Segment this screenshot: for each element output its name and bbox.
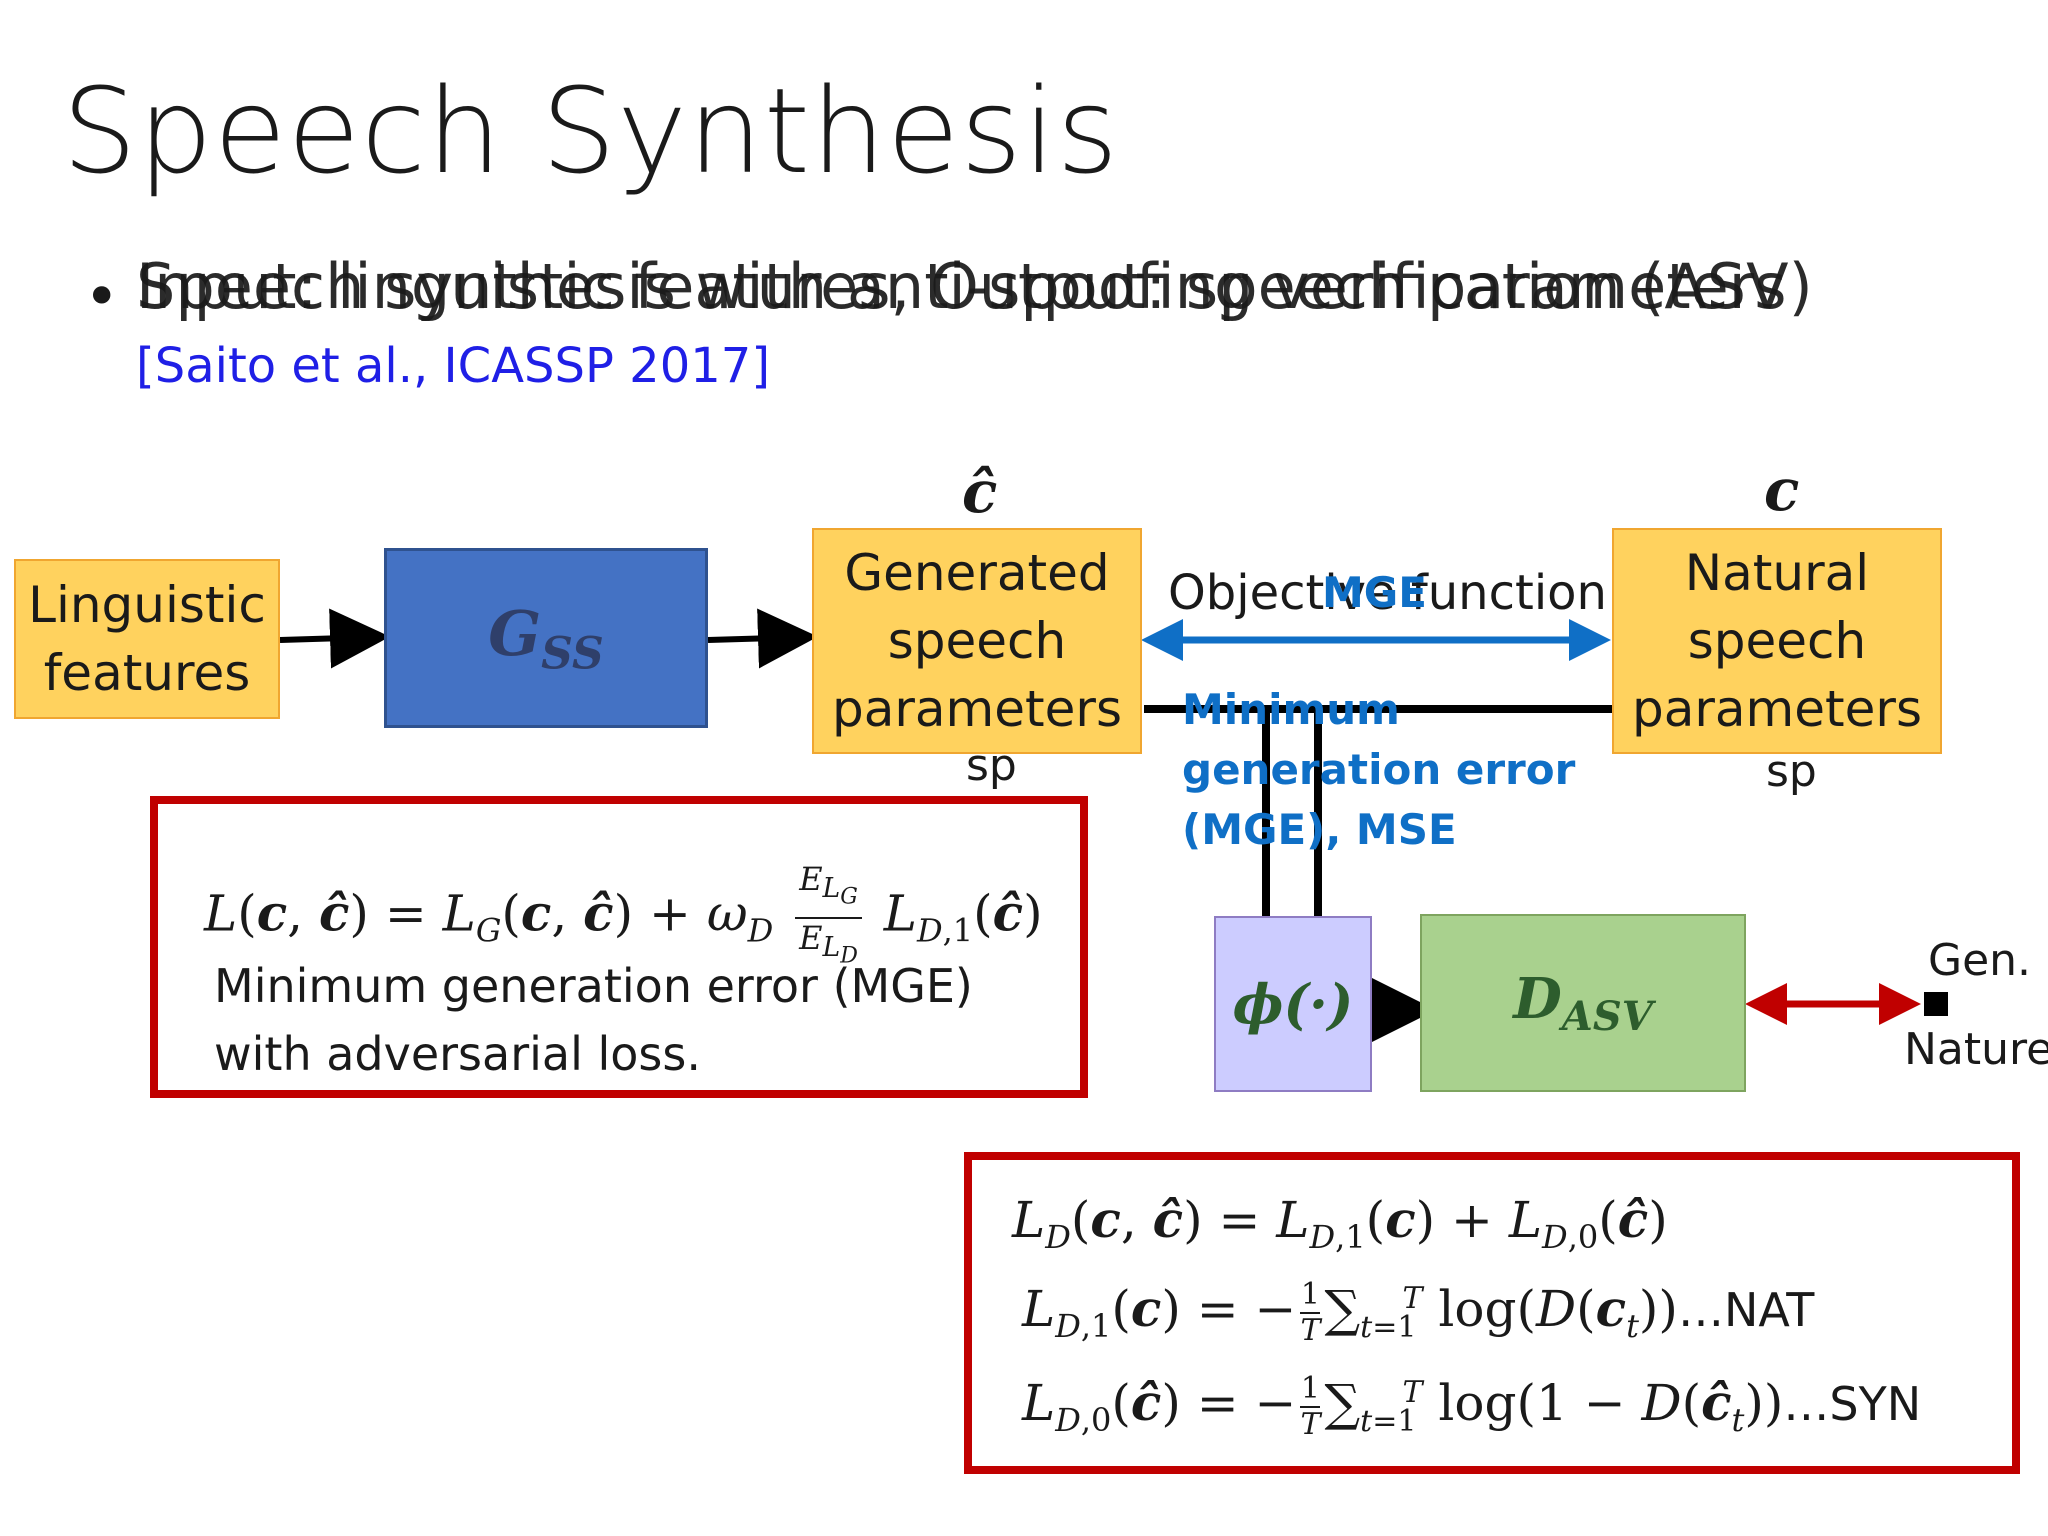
linguistic-features-line2: features — [43, 644, 251, 702]
bullet-text: Speech synthesis with anti-spoofing veri… — [136, 250, 1986, 340]
mge-label: MGE — [1322, 568, 1427, 617]
linguistic-features-line1: Linguistic — [28, 576, 266, 634]
linguistic-features-box: Linguistic features — [14, 559, 280, 719]
natural-line1: Natural — [1684, 544, 1870, 602]
natural-line2: speech — [1687, 612, 1867, 670]
output-square — [1924, 992, 1948, 1016]
bullet-dot: • — [84, 262, 120, 332]
generated-line3: parameters — [831, 680, 1122, 738]
generator-symbol: GSS — [488, 596, 604, 680]
formula-left-description: Minimum generation error (MGE) with adve… — [214, 952, 973, 1088]
formula-left-desc-line1: Minimum generation error (MGE) — [214, 959, 973, 1013]
gen-label: Gen. — [1928, 935, 2032, 986]
slide-title: Speech Synthesis — [62, 62, 1120, 200]
phi-symbol: ϕ(·) — [1232, 972, 1354, 1036]
formula-box-right: LD(c, ĉ) = LD,1(c) + LD,0(ĉ) LD,1(c) = −… — [964, 1152, 2020, 1474]
natural-params-box: Natural speech parameters — [1612, 528, 1942, 754]
natural-line3: parameters — [1631, 680, 1922, 738]
mge-desc-line1: Minimum — [1182, 685, 1400, 734]
generated-params-box: Generated speech parameters — [812, 528, 1142, 754]
bullet-text-layer-b: Input: linguistic features, Output: spee… — [136, 250, 1787, 323]
citation: [Saito et al., ICASSP 2017] — [136, 338, 771, 394]
objective-function-label: Objective function — [1168, 565, 1607, 621]
syn-suffix: …SYN — [1783, 1377, 1922, 1431]
nat-suffix: …NAT — [1677, 1283, 1815, 1337]
mge-desc-line3: (MGE), MSE — [1182, 805, 1457, 854]
discriminator-box: DASV — [1420, 914, 1746, 1092]
bullet-text-layer-a: Speech synthesis with anti-spoofing veri… — [136, 250, 1813, 323]
formula-box-left: L(c, ĉ) = LG(c, ĉ) + ωD ELG ELD LD,1(ĉ) … — [150, 796, 1088, 1098]
arrow-generator-to-params — [707, 608, 818, 669]
sp-label-left: sp — [966, 740, 1017, 791]
sp-label-right: sp — [1766, 746, 1817, 797]
generated-line1: Generated — [844, 544, 1110, 602]
mge-description: Minimum generation error (MGE), MSE — [1182, 680, 1575, 860]
c-symbol: c — [1764, 456, 1800, 524]
mge-desc-line2: generation error — [1182, 745, 1576, 794]
formula-right-line1: LD(c, ĉ) = LD,1(c) + LD,0(ĉ) — [1012, 1190, 1668, 1256]
formula-left-desc-line2: with adversarial loss. — [214, 1027, 701, 1081]
nature-label: Nature — [1904, 1024, 2048, 1075]
generator-box: GSS — [384, 548, 708, 728]
arrow-features-to-generator — [279, 608, 390, 669]
c-hat-symbol: ĉ — [962, 458, 998, 526]
phi-box: ϕ(·) — [1214, 916, 1372, 1092]
generated-line2: speech — [887, 612, 1067, 670]
discriminator-symbol: DASV — [1513, 965, 1653, 1041]
formula-left-equation: L(c, ĉ) = LG(c, ĉ) + ωD ELG ELD LD,1(ĉ) — [204, 860, 1043, 969]
